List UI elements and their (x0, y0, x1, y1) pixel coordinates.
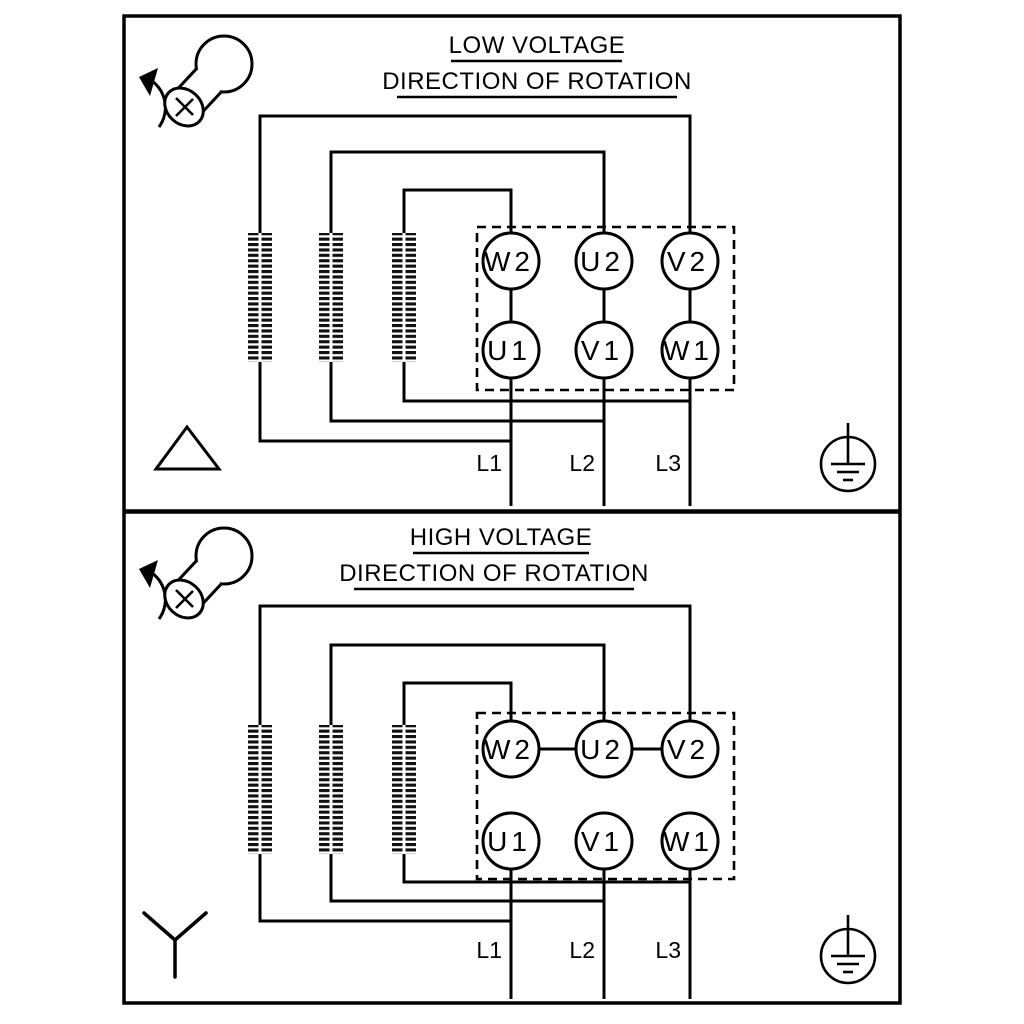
terminal-label-w1: W1 (663, 335, 713, 366)
terminal-u1 (481, 811, 541, 871)
high-voltage-title: HIGH VOLTAGE (410, 524, 592, 551)
lead-winding2-to-u2 (329, 150, 606, 261)
terminal-v1 (574, 811, 634, 871)
delta-triangle-icon (153, 424, 223, 471)
terminal-label-u2: U2 (580, 246, 624, 277)
shaft-center-mark (175, 98, 194, 117)
terminals-high: W2 U2 V2 U1 V1 W1 (481, 719, 720, 871)
low-voltage-subtitle: DIRECTION OF ROTATION (382, 68, 692, 95)
lead-winding1-to-v2 (258, 604, 692, 749)
terminal-w1 (660, 811, 720, 871)
motor-winding-coils (246, 723, 418, 856)
motor-winding-coils (248, 233, 416, 362)
terminal-v2 (660, 719, 720, 779)
lead-winding1-to-v2 (258, 114, 692, 261)
terminal-w2 (481, 231, 541, 291)
terminal-w2 (481, 719, 541, 779)
rotation-arrow-head (139, 68, 158, 96)
panel-high-voltage: HIGH VOLTAGE DIRECTION OF ROTATION (137, 524, 877, 999)
terminal-v1 (574, 320, 634, 380)
terminal-u1 (481, 320, 541, 380)
terminal-label-w1: W1 (663, 826, 713, 857)
terminal-label-v2: V2 (667, 734, 709, 765)
supply-label-l3: L3 (655, 450, 681, 476)
supply-label-l2: L2 (569, 450, 595, 476)
lead-winding2-to-l2 (329, 358, 604, 423)
terminal-label-u1: U1 (487, 826, 531, 857)
star-wye-icon (142, 911, 208, 979)
low-voltage-title: LOW VOLTAGE (449, 32, 626, 59)
supply-label-l1: L1 (476, 937, 502, 963)
lead-winding2-to-u2 (329, 643, 606, 749)
terminal-u2 (574, 231, 634, 291)
terminal-label-w2: W2 (484, 246, 534, 277)
lead-winding3-to-w2 (402, 681, 513, 749)
high-voltage-subtitle: DIRECTION OF ROTATION (339, 560, 649, 587)
terminal-label-v1: V1 (581, 826, 623, 857)
supply-label-l3: L3 (655, 937, 681, 963)
terminal-box-outline (475, 225, 736, 392)
rotating-shaft-arrow-icon (137, 526, 254, 628)
lead-winding3-to-l3 (402, 358, 690, 403)
panel-low-voltage: LOW VOLTAGE DIRECTION OF ROTATION (139, 32, 877, 506)
lead-winding3-to-l3 (402, 850, 690, 884)
lead-winding1-to-l1 (258, 850, 511, 923)
terminal-label-w2: W2 (484, 734, 534, 765)
terminal-label-v2: V2 (667, 246, 709, 277)
terminal-w1 (660, 320, 720, 380)
terminal-u2 (574, 719, 634, 779)
terminal-label-u2: U2 (580, 734, 624, 765)
terminal-box-outline (475, 711, 736, 881)
lead-winding3-to-w2 (402, 188, 513, 261)
protective-earth-ground-icon (819, 423, 877, 493)
rotating-shaft-arrow-icon (139, 34, 254, 128)
terminal-label-u1: U1 (487, 335, 531, 366)
terminals-low: W2 U2 V2 U1 V1 W1 (481, 231, 720, 380)
protective-earth-ground-icon (819, 913, 877, 985)
lead-winding2-to-l2 (329, 850, 604, 903)
supply-label-l2: L2 (569, 937, 595, 963)
terminal-label-v1: V1 (581, 335, 623, 366)
shaft-collar (194, 34, 254, 94)
supply-label-l1: L1 (476, 450, 502, 476)
earth-circle (819, 435, 877, 493)
lead-winding1-to-l1 (258, 358, 511, 443)
terminal-v2 (660, 231, 720, 291)
